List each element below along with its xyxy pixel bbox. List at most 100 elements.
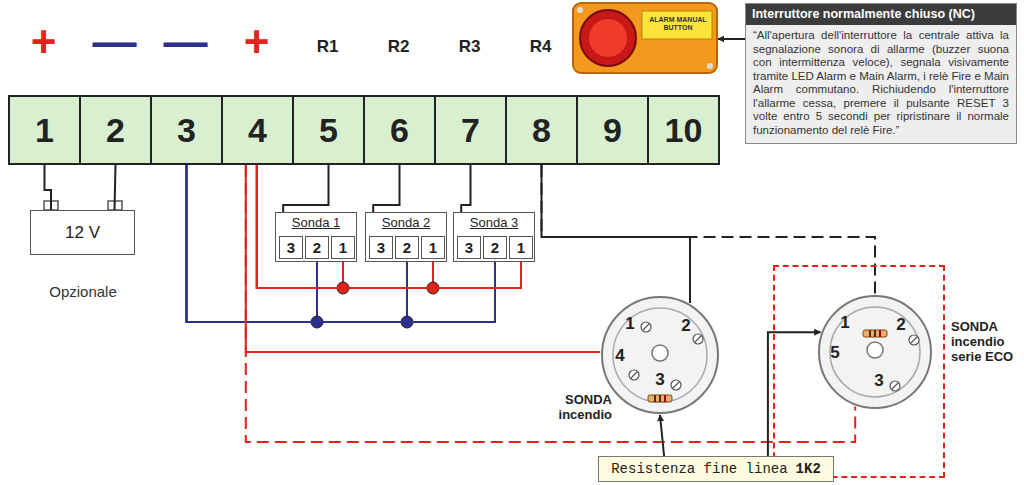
drawing-part: [654, 395, 656, 402]
wire-line: [461, 165, 470, 212]
drawing-part: [911, 337, 917, 343]
terminal-box: 2: [79, 95, 152, 165]
wire-line: [373, 165, 399, 212]
terminal-box: 7: [434, 95, 507, 165]
drawing-part: [869, 330, 871, 337]
node-subtext: 5: [830, 344, 839, 361]
drawing-part: [613, 308, 707, 402]
node-text: Sonda 1: [276, 213, 356, 233]
drawing-part: [673, 382, 679, 388]
node-text: Resistenza fine linea: [611, 461, 787, 477]
drawing-part: [642, 11, 712, 39]
terminal-box: 4: [221, 95, 294, 165]
drawing-part: [707, 63, 713, 69]
drawing-part: [629, 370, 639, 380]
terminal-box: 1: [8, 95, 81, 165]
relay-label: R2: [374, 38, 424, 55]
drawing-part: [863, 330, 887, 337]
wire-line: [246, 165, 600, 352]
pin-cell: 1: [331, 236, 355, 259]
probe-box: Sonda 3 3 2 1: [453, 212, 535, 262]
drawing-part: [631, 372, 637, 378]
drawing-part: [602, 297, 718, 413]
node-subtext: 1K2: [796, 461, 821, 477]
node-text: 6: [390, 111, 409, 150]
wire-line: [187, 165, 496, 322]
node-text: 4: [248, 111, 267, 150]
node-text: 2: [313, 239, 321, 256]
drawing-part: [892, 383, 898, 389]
node-subtext: 3: [874, 372, 883, 389]
pin-cell: 3: [457, 236, 481, 259]
node-text: 2: [491, 239, 499, 256]
node-text: 3: [177, 111, 196, 150]
pin-cell: 2: [305, 236, 329, 259]
terminal-box: 3: [150, 95, 223, 165]
relay-label: R1: [303, 38, 353, 55]
probe-box: Sonda 1 3 2 1: [275, 212, 357, 262]
node-text: 12 V: [65, 223, 100, 243]
node-subtext: “All'apertura dell'interruttore la centr…: [746, 25, 1016, 143]
drawing-part: [577, 7, 583, 13]
drawing-part: [573, 3, 717, 73]
drawing-part: [874, 330, 876, 337]
wire-line: [283, 165, 328, 212]
drawing-part: [879, 330, 881, 337]
wire-line: [542, 165, 691, 303]
eco-sensor-socket: 1 2 5 3: [817, 294, 933, 410]
node-text: 3: [465, 239, 473, 256]
node-subtext: 2: [896, 316, 905, 333]
wire-line: [187, 165, 408, 322]
drawing-part: [909, 335, 919, 345]
node-text: 1: [517, 239, 525, 256]
node-text: Sonda 2: [366, 213, 446, 233]
drawing-part: [580, 10, 636, 66]
node-text: 3: [287, 239, 295, 256]
probe-box: Sonda 2321: [365, 212, 447, 262]
wire-line: [660, 415, 664, 456]
pin-cell: 2: [483, 236, 507, 259]
node-text: 3: [377, 239, 385, 256]
polarity-sign: +: [237, 20, 277, 64]
wire-line: [115, 165, 116, 210]
wire-line: [45, 165, 52, 210]
pin-cell: 3: [279, 236, 303, 259]
terminal-box: 5: [292, 95, 365, 165]
wire-line: [246, 165, 855, 442]
alarm-button: ALARM MANUAL BUTTON: [572, 2, 718, 74]
node-subtext: 4: [615, 347, 624, 364]
node-text: 9: [603, 111, 622, 150]
drawing-part: [652, 345, 668, 361]
polarity-sign: +: [24, 20, 64, 64]
node-text: 1: [339, 239, 347, 256]
node-text: 1: [35, 111, 54, 150]
wire-line: [187, 165, 318, 322]
node-text: SONDA incendio serie ECO: [951, 319, 1019, 364]
pin-cell: 1: [509, 236, 533, 259]
drawing-part: [695, 336, 701, 342]
node-text: Interruttore normalmente chiuso (NC): [746, 4, 1016, 25]
sensor-socket: 1243: [600, 295, 720, 415]
drawing-part: [867, 342, 883, 358]
node-text: 5: [319, 111, 338, 150]
shape-outline: [572, 2, 718, 74]
node-text: 2: [106, 111, 125, 150]
drawing-part: [671, 380, 681, 390]
relay-label: R3: [445, 38, 495, 55]
drawing-part: [659, 395, 661, 402]
wire-line: [718, 38, 745, 40]
wire-line: [768, 332, 821, 456]
terminal-box: 9: [576, 95, 649, 165]
polarity-sign: —: [161, 20, 211, 64]
pin-cell: 3: [369, 236, 393, 259]
node-text: 1: [840, 314, 849, 331]
node-text: 7: [461, 111, 480, 150]
node-text: 8: [532, 111, 551, 150]
node-text: Sonda 3: [454, 213, 534, 233]
node-text: 1: [625, 315, 634, 332]
drawing-part: [643, 324, 649, 330]
node-text: 2: [403, 239, 411, 256]
terminal-box: 8: [505, 95, 578, 165]
drawing-part: [641, 322, 651, 332]
